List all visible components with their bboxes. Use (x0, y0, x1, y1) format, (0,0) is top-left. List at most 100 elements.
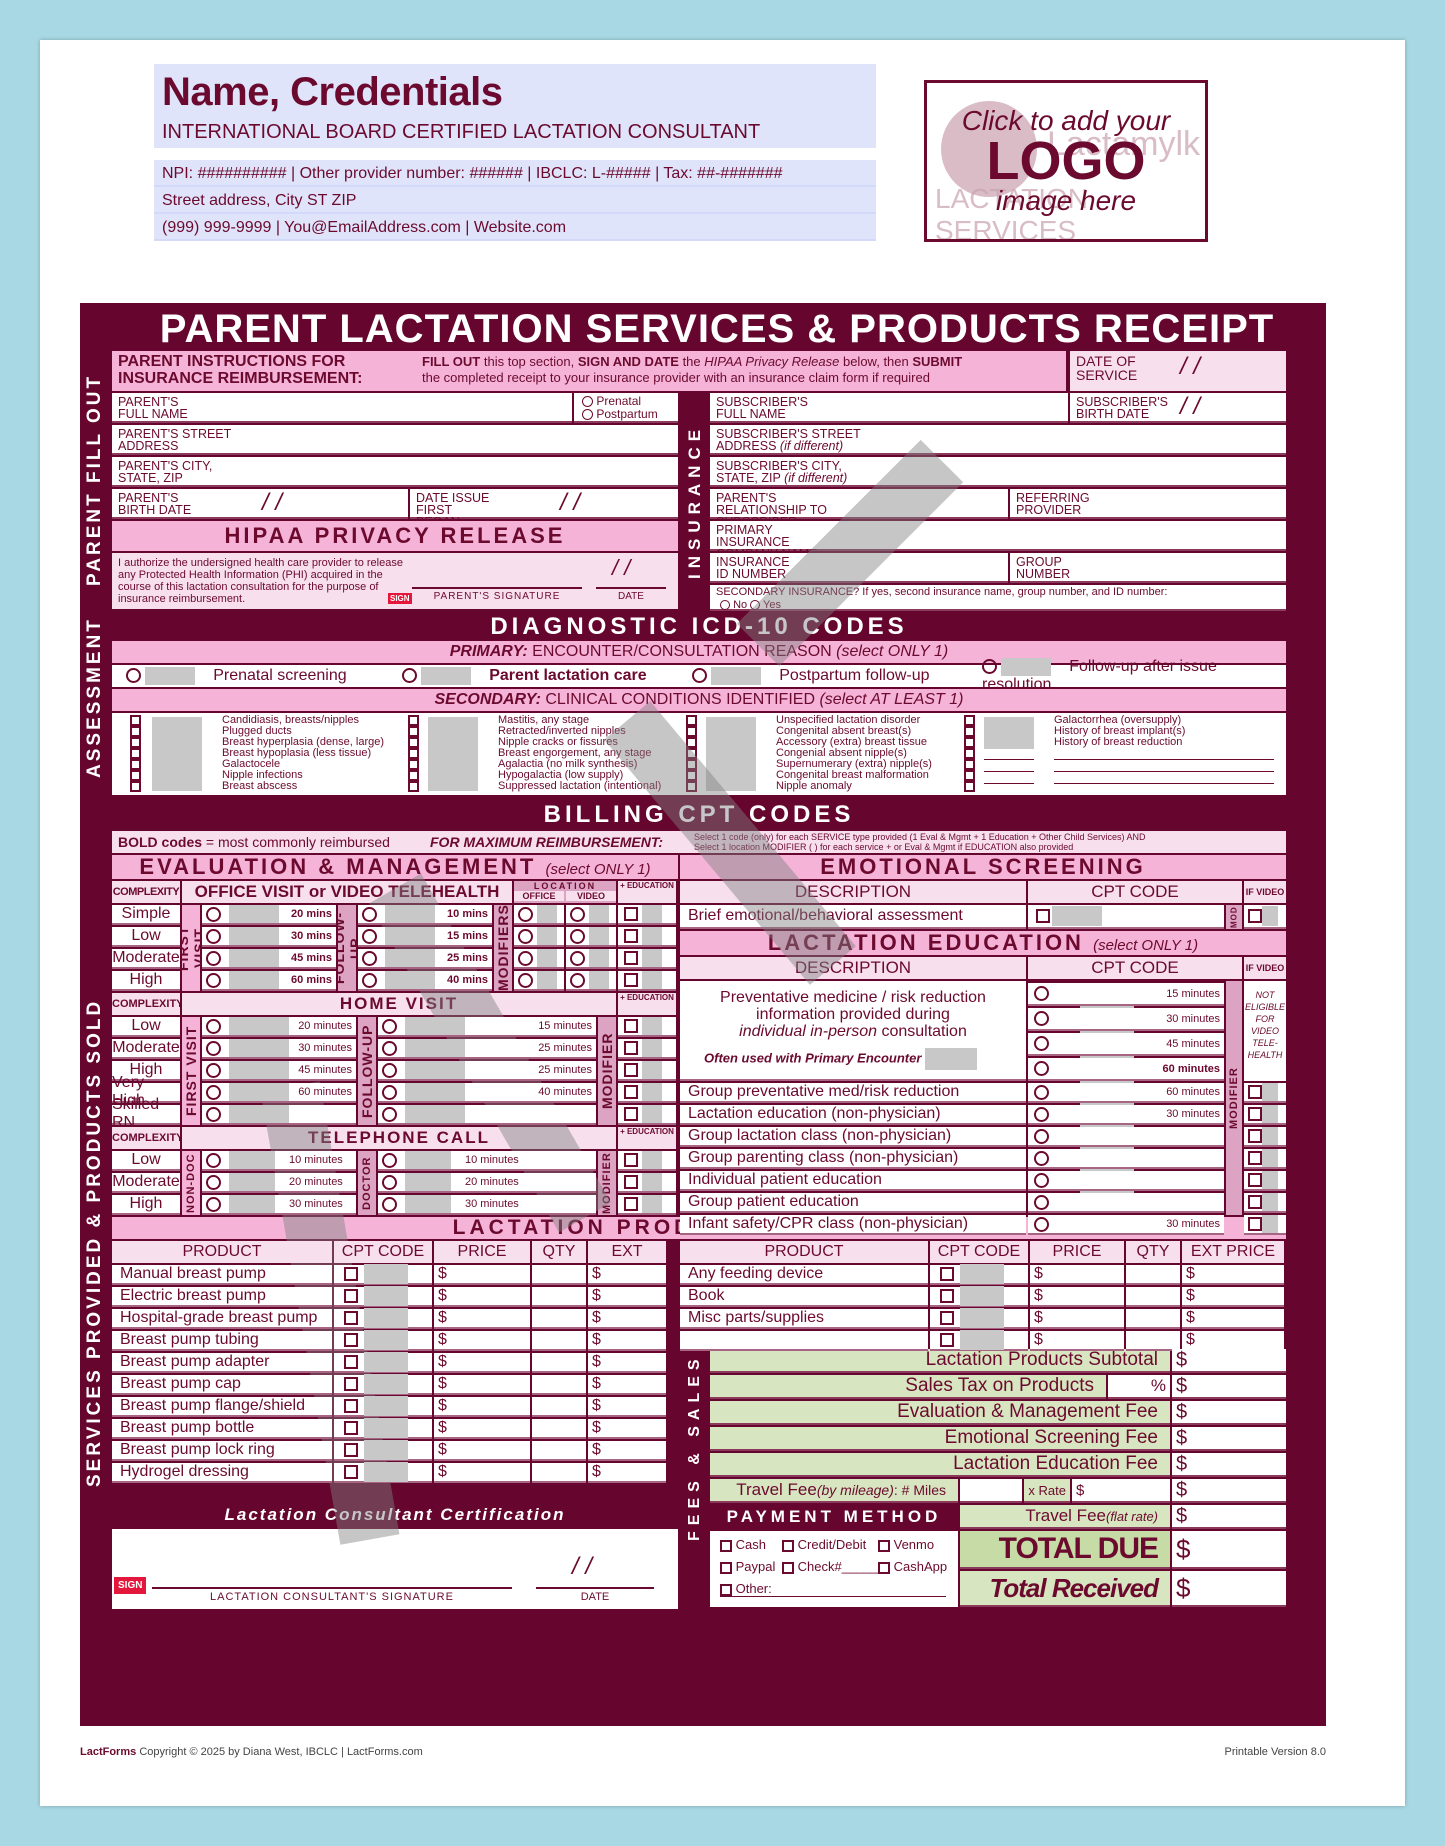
primary-insurance-field[interactable]: PRIMARY INSURANCE COMPANY NAME (710, 521, 1286, 560)
fee-amount-field[interactable]: $ (1172, 1505, 1286, 1529)
education-addon-checkbox[interactable] (618, 1061, 676, 1081)
payment-other[interactable]: Other: (720, 1581, 946, 1597)
condition-checkbox[interactable] (964, 748, 975, 759)
product-price-field[interactable]: $ (1030, 1265, 1124, 1285)
product-price-field[interactable]: $ (434, 1397, 530, 1417)
phone-nondoc-radio[interactable]: 20 minutes (202, 1173, 356, 1193)
product-qty-field[interactable] (532, 1265, 586, 1285)
parent-signature-line[interactable]: PARENT'S SIGNATURE (412, 587, 582, 607)
education-video-checkbox[interactable] (1244, 1149, 1286, 1169)
condition-checkbox[interactable] (686, 759, 697, 770)
office-location-radio[interactable] (514, 949, 564, 969)
product-cpt-checkbox[interactable] (334, 1374, 432, 1395)
product-qty-field[interactable] (1126, 1265, 1180, 1285)
provider-contact-field[interactable]: (999) 999-9999 | You@EmailAddress.com | … (154, 214, 876, 241)
product-cpt-checkbox[interactable] (334, 1462, 432, 1483)
product-cpt-checkbox[interactable] (930, 1308, 1028, 1329)
product-price-field[interactable]: $ (434, 1309, 530, 1329)
education-addon-checkbox[interactable] (618, 949, 676, 969)
product-ext-price-field[interactable]: $ (588, 1397, 666, 1417)
education-addon-checkbox[interactable] (618, 1039, 676, 1059)
office-follow-up-radio[interactable]: 40 mins (358, 971, 492, 991)
product-qty-field[interactable] (532, 1331, 586, 1351)
home-follow-up-radio[interactable]: 40 minutes (378, 1083, 596, 1103)
write-in-code-line[interactable] (984, 783, 1034, 784)
education-addon-checkbox[interactable] (618, 1173, 676, 1193)
product-cpt-checkbox[interactable] (334, 1308, 432, 1329)
education-video-checkbox[interactable] (1244, 1105, 1286, 1125)
payment-credit[interactable]: Credit/Debit (782, 1537, 866, 1552)
video-location-radio[interactable] (566, 971, 616, 991)
condition-checkbox[interactable] (408, 748, 419, 759)
product-ext-price-field[interactable]: $ (588, 1441, 666, 1461)
subscriber-birth-field[interactable]: SUBSCRIBER'S BIRTH DATE/ / (1070, 393, 1286, 423)
product-ext-price-field[interactable]: $ (588, 1331, 666, 1351)
product-cpt-checkbox[interactable] (334, 1330, 432, 1351)
education-video-checkbox[interactable] (1244, 1171, 1286, 1191)
write-in-code-line[interactable] (984, 759, 1034, 760)
parent-full-name-field[interactable]: PARENT'S FULL NAME (112, 393, 572, 423)
education-radio[interactable]: 30 minutes (1028, 1105, 1224, 1125)
office-first-visit-radio[interactable]: 60 mins (202, 971, 336, 991)
condition-checkbox[interactable] (686, 737, 697, 748)
payment-cash[interactable]: Cash (720, 1537, 766, 1552)
preventative-radio[interactable]: 15 minutes (1028, 983, 1224, 1006)
condition-checkbox[interactable] (408, 759, 419, 770)
education-video-checkbox[interactable] (1244, 1083, 1286, 1103)
education-radio[interactable]: 60 minutes (1028, 1083, 1224, 1103)
condition-checkbox[interactable] (964, 715, 975, 726)
referring-provider-field[interactable]: REFERRING PROVIDER (1010, 489, 1286, 519)
emotional-cpt-checkbox[interactable] (1028, 905, 1224, 929)
condition-checkbox[interactable] (408, 726, 419, 737)
postpartum-radio[interactable]: Postpartum (582, 408, 670, 421)
product-price-field[interactable]: $ (434, 1287, 530, 1307)
condition-checkbox[interactable] (130, 715, 141, 726)
education-addon-checkbox[interactable] (618, 1017, 676, 1037)
fee-amount-field[interactable]: $ (1172, 1427, 1286, 1451)
product-cpt-checkbox[interactable] (334, 1264, 432, 1285)
product-price-field[interactable]: $ (434, 1375, 530, 1395)
condition-checkbox[interactable] (964, 726, 975, 737)
relationship-field[interactable]: PARENT'S RELATIONSHIP TO SUBSCRIBER (710, 489, 1008, 528)
phone-doctor-radio[interactable]: 20 minutes (378, 1173, 596, 1193)
home-follow-up-radio[interactable]: 25 minutes (378, 1039, 596, 1059)
condition-checkbox[interactable] (130, 748, 141, 759)
home-first-visit-radio[interactable]: 20 minutes (202, 1017, 356, 1037)
write-in-condition-line[interactable] (1054, 771, 1274, 772)
product-cpt-checkbox[interactable] (334, 1286, 432, 1307)
payment-cashapp[interactable]: CashApp (878, 1559, 947, 1574)
cert-date-line[interactable]: DATE (536, 1587, 654, 1603)
office-first-visit-radio[interactable]: 20 mins (202, 905, 336, 925)
education-addon-checkbox[interactable] (618, 971, 676, 991)
office-follow-up-radio[interactable]: 15 mins (358, 927, 492, 947)
product-cpt-checkbox[interactable] (334, 1418, 432, 1439)
parent-street-field[interactable]: PARENT'S STREET ADDRESS (112, 425, 678, 455)
education-video-checkbox[interactable] (1244, 1127, 1286, 1147)
consultant-signature-line[interactable]: LACTATION CONSULTANT'S SIGNATURE (152, 1587, 512, 1603)
phone-doctor-radio[interactable]: 10 minutes (378, 1151, 596, 1171)
product-ext-price-field[interactable]: $ (1182, 1265, 1284, 1285)
home-first-visit-radio[interactable]: 30 minutes (202, 1039, 356, 1059)
education-addon-checkbox[interactable] (618, 1195, 676, 1215)
emotional-video-checkbox[interactable] (1244, 905, 1286, 929)
education-video-checkbox[interactable] (1244, 1193, 1286, 1213)
home-first-visit-radio[interactable]: 45 minutes (202, 1061, 356, 1081)
secondary-insurance-field[interactable]: SECONDARY INSURANCE? If yes, second insu… (710, 585, 1286, 611)
condition-checkbox[interactable] (130, 726, 141, 737)
product-qty-field[interactable] (532, 1375, 586, 1395)
office-location-radio[interactable] (514, 927, 564, 947)
condition-checkbox[interactable] (408, 715, 419, 726)
education-addon-checkbox[interactable] (618, 1151, 676, 1171)
condition-checkbox[interactable] (686, 715, 697, 726)
product-ext-price-field[interactable]: $ (588, 1265, 666, 1285)
parent-birth-date-field[interactable]: PARENT'S BIRTH DATE/ / (112, 489, 408, 519)
prenatal-radio[interactable]: Prenatal (582, 395, 670, 408)
condition-checkbox[interactable] (686, 726, 697, 737)
product-price-field[interactable]: $ (1030, 1287, 1124, 1307)
hipaa-date-line[interactable]: DATE (596, 587, 666, 607)
issue-date-field[interactable]: DATE ISSUE FIRST BEGAN/ / (410, 489, 678, 528)
education-addon-checkbox[interactable] (618, 1105, 676, 1125)
product-ext-price-field[interactable]: $ (588, 1463, 666, 1483)
product-price-field[interactable]: $ (434, 1419, 530, 1439)
primary-option-lactation-care[interactable]: Parent lactation care (402, 666, 692, 685)
